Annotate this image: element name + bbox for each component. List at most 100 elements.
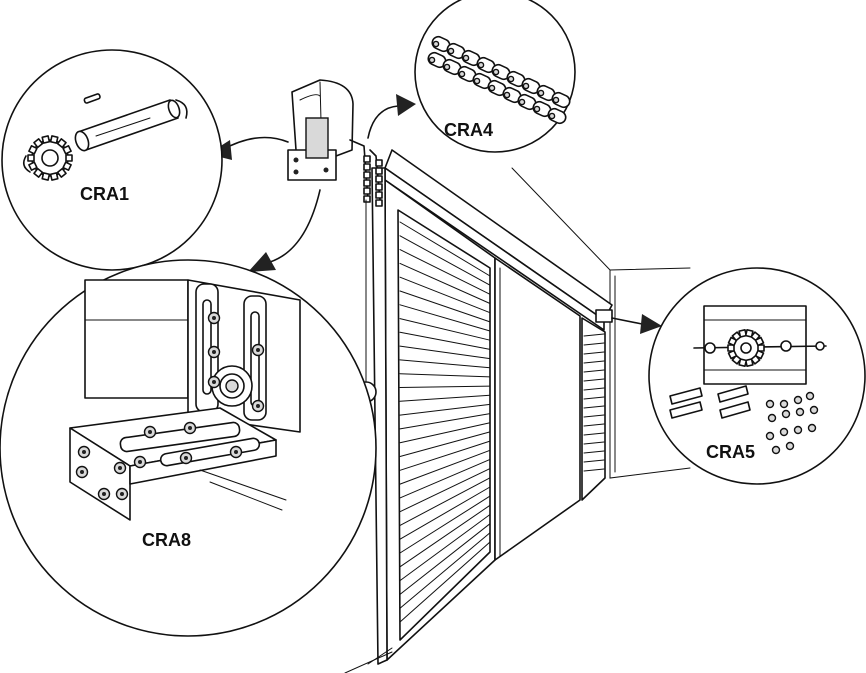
slat [583,360,605,364]
sprocket-tooth [28,161,38,172]
slat [583,333,605,337]
sprocket-tooth [738,358,748,367]
slat [583,459,605,463]
slat [399,290,491,323]
chain-link [547,107,567,125]
fastener-icon [781,409,791,419]
chain-link [375,159,383,167]
slat [399,304,491,332]
chain-pin [518,98,526,106]
sprocket-tooth [41,135,51,144]
slat [583,369,605,373]
slat [583,441,605,445]
chain-pin [537,89,545,97]
slat [399,486,491,540]
chain-pin [492,68,500,76]
slat [399,468,491,513]
bolt-core [184,456,188,460]
fastener-icon [785,441,795,451]
slat [583,351,605,355]
fastener-icon [779,399,789,409]
bolt-core [138,460,142,464]
fastener-icon [767,413,777,423]
sprocket-tooth [56,138,67,149]
chain-link [363,163,371,171]
slat [399,504,491,568]
fastener-icon [793,395,803,405]
slat [399,541,491,623]
sprocket-icon [27,135,73,181]
bolt-core [256,348,260,352]
chain-pin [432,40,440,48]
detail-circle-cra8: CRA8 [0,259,377,637]
chain-link [363,187,371,195]
sprocket-tooth [49,172,59,181]
chain-pin [507,75,515,83]
chain-pin [443,63,451,71]
label-cra8: CRA8 [142,530,191,550]
slat [399,403,491,416]
sprocket-tooth [731,331,742,342]
chain-link [551,91,571,109]
chain-link [375,183,383,191]
bolt-core [148,430,152,434]
chain-pin [477,61,485,69]
slat [399,345,491,360]
chain-pin [488,84,496,92]
sprocket-tooth [27,154,35,162]
sprocket-tooth [754,336,765,347]
chain-pin [428,56,436,64]
slat [583,450,605,454]
slat [399,458,491,499]
chain-pin [552,96,560,104]
slat [583,468,605,472]
chain-link [363,155,371,163]
sprocket-tooth [744,329,754,338]
bolt-core [102,492,106,496]
sprocket-tooth [41,172,51,181]
bolt-core [80,470,84,474]
fastener-icon [805,391,815,401]
label-cra4: CRA4 [444,120,493,140]
fastener-icon [807,423,817,433]
slat [399,249,491,295]
slat [583,423,605,427]
bolt-core [120,492,124,496]
sprocket-icon [727,329,765,367]
chain-pin [473,77,481,85]
fastener-icon [765,399,775,409]
bolt-core [82,450,86,454]
chain-pin [503,91,511,99]
chain-pin [522,82,530,90]
detail-circle-cra4: CRA4 [414,0,576,153]
chain-link [363,195,371,203]
sprocket-tooth [33,138,44,149]
fastener-icon [809,405,819,415]
fastener-icon [795,407,805,417]
slat [399,514,491,582]
slat [399,373,491,378]
slat [399,235,491,286]
slat [583,414,605,418]
slat [399,532,491,609]
sprocket-hub [740,342,752,354]
bolt-core [212,350,216,354]
fastener-icon [765,431,775,441]
chain-pin [458,70,466,78]
sprocket-tooth [62,161,72,172]
sprocket-tooth [727,344,735,352]
chain-pin [548,112,556,120]
bolt-core [234,450,238,454]
fastener-icon [771,445,781,455]
slat [583,405,605,409]
slat [583,396,605,400]
label-cra1: CRA1 [80,184,129,204]
chain-drive [363,155,383,207]
slat [399,440,491,471]
slat [399,276,491,314]
label-cra5: CRA5 [706,442,755,462]
detail-circle-cra1: CRA1 [1,49,223,271]
slat [399,431,491,457]
fastener-kit [765,391,819,455]
